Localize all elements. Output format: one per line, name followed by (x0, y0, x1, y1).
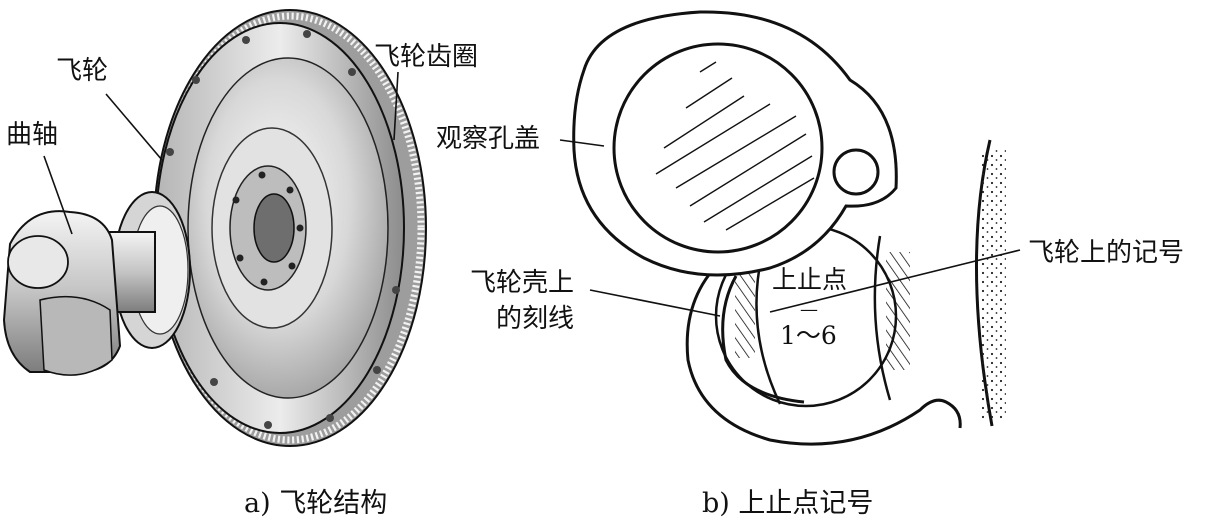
cover-glass (612, 42, 824, 254)
mark-dash: — (800, 299, 818, 320)
caption-panel-b: b) 上止点记号 (702, 488, 874, 519)
glass-hatching (655, 61, 815, 231)
label-housing-line-2: 的刻线 (496, 304, 575, 334)
block-texture (980, 150, 1006, 420)
panel-a-leaders (43, 71, 399, 235)
tdc-diagram (572, 10, 1006, 446)
housing-outline (685, 260, 962, 446)
mark-tdc: 上止点 (772, 265, 848, 294)
label-ring-gear: 飞轮齿圈 (374, 42, 479, 72)
mark-cylinders: 1～6 (780, 321, 837, 350)
cover-bolt (832, 148, 880, 196)
label-flywheel: 飞轮 (56, 56, 109, 86)
label-housing-line-1: 飞轮壳上 (470, 268, 575, 298)
label-inspection-cover: 观察孔盖 (436, 124, 541, 154)
edge-hatch-right (886, 252, 910, 370)
caption-panel-a: a) 飞轮结构 (244, 488, 388, 519)
ring-gear-teeth (155, 12, 425, 444)
hub-bore (253, 193, 295, 263)
edge-hatch-left (735, 268, 755, 358)
flywheel-edge-2 (873, 235, 892, 401)
panel-b-leaders (559, 139, 1021, 317)
crank-counterweight (39, 295, 113, 376)
hub-bolt-holes (232, 171, 304, 286)
label-crankshaft: 曲轴 (6, 120, 59, 150)
flywheel-illustration (2, 9, 427, 447)
label-flywheel-mark: 飞轮上的记号 (1028, 238, 1185, 268)
crank-journal-end (7, 235, 69, 289)
housing-inner (721, 275, 805, 404)
